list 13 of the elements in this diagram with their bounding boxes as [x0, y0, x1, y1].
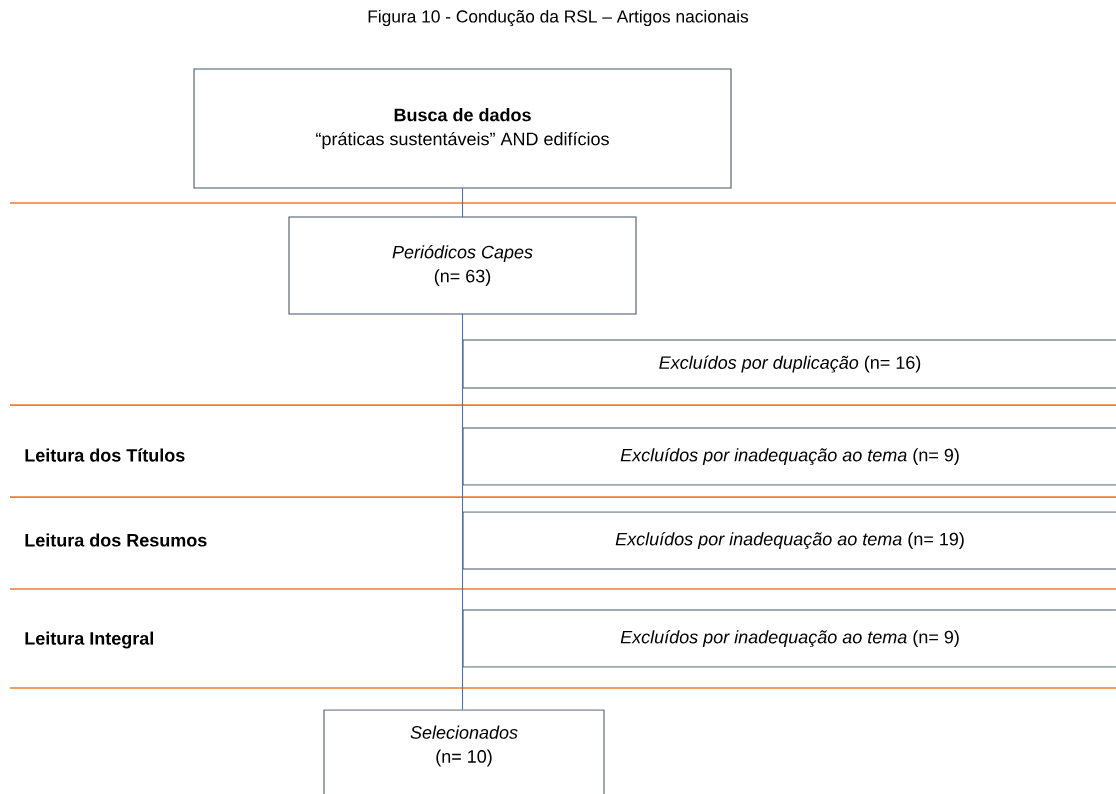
exclusion-box: Excluídos por inadequação ao tema (n= 9) [462, 609, 1116, 668]
search-box: Busca de dados “práticas sustentáveis” AND edifícios [193, 68, 732, 189]
stage-label: Leitura dos Resumos [25, 533, 207, 547]
stage-label: Leitura Integral [25, 631, 153, 649]
stage-label: Leitura dos Títulos [25, 448, 185, 462]
connector-line [461, 313, 464, 711]
source-box: Periódicos Capes (n= 63) [288, 216, 637, 315]
exclusion-box: Excluídos por duplicação (n= 16) [462, 339, 1116, 389]
exclusion-box: Excluídos por inadequação ao tema (n= 19) [462, 511, 1116, 570]
result-box: Selecionados (n= 10) [323, 709, 605, 794]
connector-line [461, 187, 464, 218]
figure-title: Figura 10 - Condução da RSL – Artigos nacionais [368, 9, 749, 27]
exclusion-box: Excluídos por inadequação ao tema (n= 9) [462, 427, 1116, 486]
